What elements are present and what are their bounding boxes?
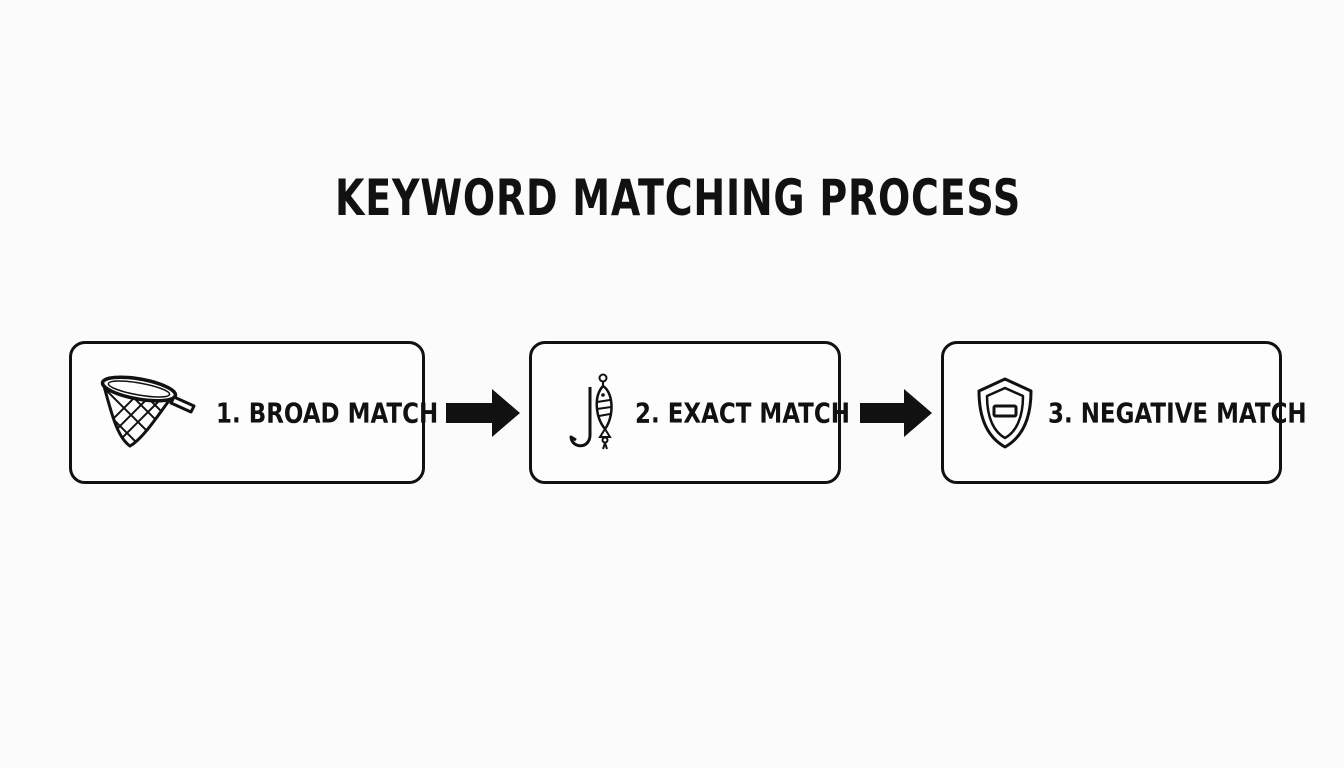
step-exact-match: 2. EXACT MATCH: [529, 341, 850, 484]
step-label: 2. EXACT MATCH: [635, 396, 850, 429]
diagram-title: KEYWORD MATCHING PROCESS: [335, 169, 1021, 227]
step-negative-match: 3. NEGATIVE MATCH: [941, 341, 1307, 484]
step-broad-match: 1. BROAD MATCH: [69, 341, 438, 484]
arrow-right-icon: [860, 389, 932, 437]
fishing-net-icon: [100, 374, 196, 448]
step-label: 1. BROAD MATCH: [216, 396, 439, 429]
shield-minus-icon: [977, 377, 1033, 448]
step-label: 3. NEGATIVE MATCH: [1048, 396, 1307, 429]
arrow-right-icon: [446, 389, 520, 437]
fishing-lure-icon: [569, 373, 613, 449]
